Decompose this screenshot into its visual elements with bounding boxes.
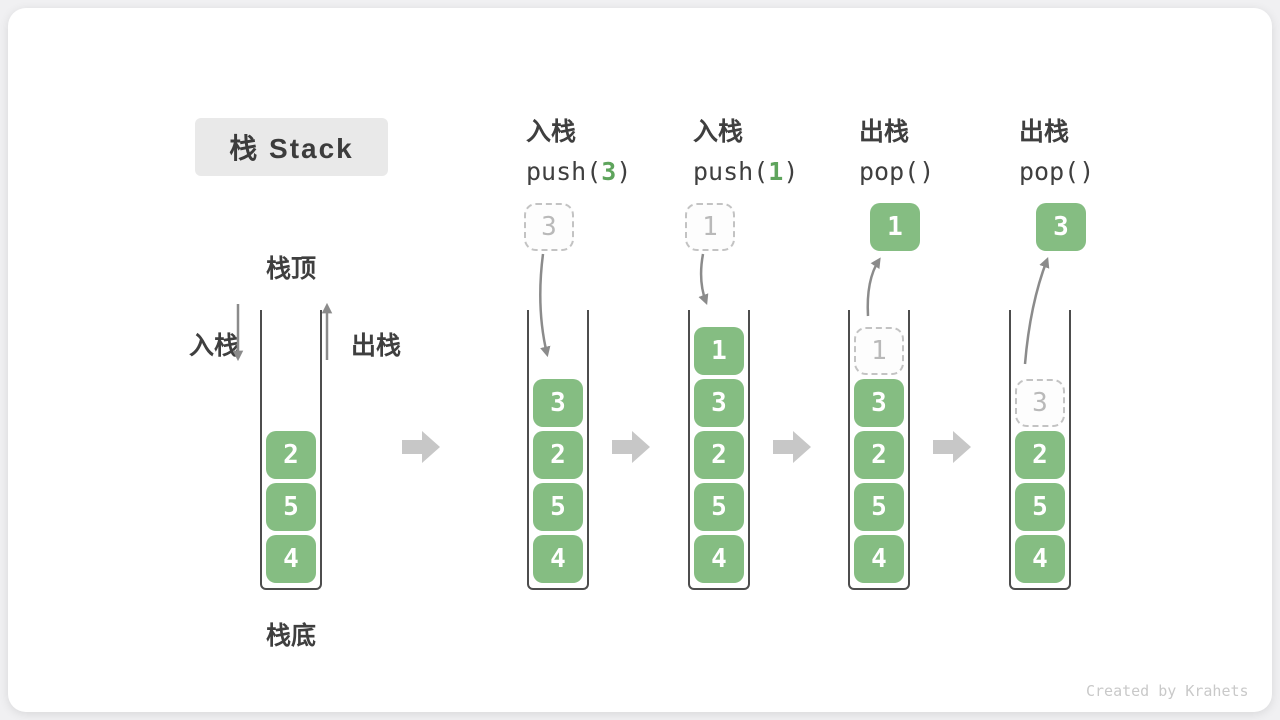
removed-cell-placeholder: 1 <box>854 327 904 375</box>
stack-bottom-label: 栈底 <box>266 622 317 650</box>
stack-cell: 2 <box>266 431 316 479</box>
popped-cell: 3 <box>1036 203 1086 251</box>
operation-code: push(1) <box>693 157 863 186</box>
title-chip: 栈 Stack <box>195 118 388 176</box>
operation-title: 出栈 <box>1019 118 1070 146</box>
code-post: ) <box>783 157 799 186</box>
stack-cell: 4 <box>533 535 583 583</box>
code-post: ) <box>1079 157 1095 186</box>
stack-top-label: 栈顶 <box>266 255 317 283</box>
stack-container-5: 3 2 5 4 <box>1009 310 1071 590</box>
code-arg: 3 <box>601 157 617 186</box>
stack-cell: 5 <box>854 483 904 531</box>
code-pre: pop( <box>1019 157 1080 186</box>
title-text: 栈 Stack <box>229 133 354 164</box>
stack-cell: 5 <box>694 483 744 531</box>
operation-title: 入栈 <box>693 118 744 146</box>
stack-cell: 2 <box>694 431 744 479</box>
stack-cell: 3 <box>533 379 583 427</box>
pop-direction-label: 出栈 <box>351 332 402 360</box>
push-direction-label: 入栈 <box>189 332 240 360</box>
operation-label-push-1: 入栈 push(1) <box>693 112 863 186</box>
stack-cell: 5 <box>533 483 583 531</box>
operation-code: pop() <box>1019 157 1189 186</box>
removed-cell-placeholder: 3 <box>1015 379 1065 427</box>
operation-code: push(3) <box>526 157 696 186</box>
operation-label-pop-2: 出栈 pop() <box>1019 112 1189 186</box>
popped-cell: 1 <box>870 203 920 251</box>
stack-cell: 4 <box>1015 535 1065 583</box>
stack-cell: 3 <box>694 379 744 427</box>
operation-code: pop() <box>859 157 1029 186</box>
stack-container-2: 3 2 5 4 <box>527 310 589 590</box>
code-arg: 1 <box>768 157 784 186</box>
diagram-card: 栈 Stack 入栈 push(3) 入栈 push(1) 出栈 pop() 出… <box>8 8 1272 712</box>
stack-cell: 1 <box>694 327 744 375</box>
incoming-cell: 3 <box>524 203 574 251</box>
code-pre: push( <box>526 157 602 186</box>
stack-cell: 5 <box>266 483 316 531</box>
stack-container-1: 2 5 4 <box>260 310 322 590</box>
operation-title: 入栈 <box>526 118 577 146</box>
code-post: ) <box>919 157 935 186</box>
incoming-cell: 1 <box>685 203 735 251</box>
stack-cell: 4 <box>694 535 744 583</box>
stack-cell: 2 <box>1015 431 1065 479</box>
stack-container-3: 1 3 2 5 4 <box>688 310 750 590</box>
stack-cell: 3 <box>854 379 904 427</box>
operation-title: 出栈 <box>859 118 910 146</box>
code-pre: push( <box>693 157 769 186</box>
stack-cell: 5 <box>1015 483 1065 531</box>
stack-cell: 2 <box>854 431 904 479</box>
operation-label-push-3: 入栈 push(3) <box>526 112 696 186</box>
stack-cell: 2 <box>533 431 583 479</box>
code-pre: pop( <box>859 157 920 186</box>
stack-cell: 4 <box>854 535 904 583</box>
stack-cell: 4 <box>266 535 316 583</box>
operation-label-pop-1: 出栈 pop() <box>859 112 1029 186</box>
stack-container-4: 1 3 2 5 4 <box>848 310 910 590</box>
code-post: ) <box>616 157 632 186</box>
watermark: Created by Krahets <box>1086 682 1249 700</box>
